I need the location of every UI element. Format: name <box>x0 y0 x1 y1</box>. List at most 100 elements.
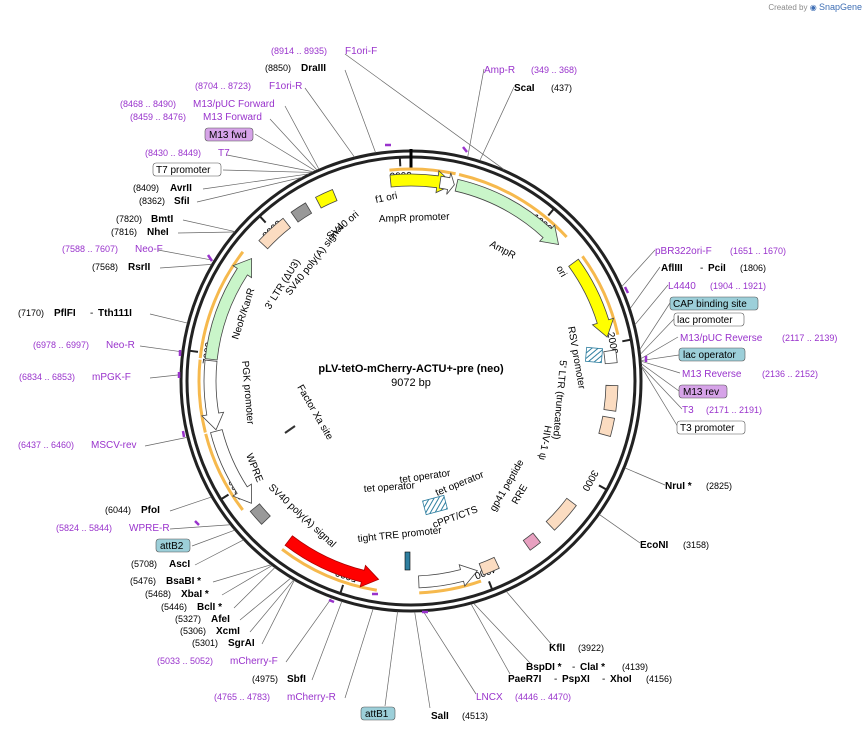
label-bcli[interactable]: BclI * <box>197 602 222 613</box>
feature-rsv-promoter[interactable] <box>603 349 618 365</box>
feature-cppt-cts[interactable] <box>478 556 500 576</box>
feature-tight-tre-promoter[interactable] <box>418 564 479 589</box>
label-lac-promoter-box[interactable] <box>673 312 745 327</box>
label-f1ori-r[interactable]: F1ori-R <box>269 81 302 92</box>
feature-neor-kanr[interactable] <box>204 257 253 361</box>
feature-label-f1-ori[interactable]: f1 ori <box>374 191 398 206</box>
label-lncx[interactable]: LNCX <box>476 692 503 703</box>
label-mpgk-f[interactable]: mPGK-F <box>92 372 131 383</box>
label-f1ori-f[interactable]: F1ori-F <box>345 46 377 57</box>
tet-operator-box[interactable] <box>422 494 448 516</box>
label-m13-reverse[interactable]: M13 Reverse <box>682 369 742 380</box>
label-tth111i[interactable]: Tth111I <box>98 308 132 319</box>
label-draiii[interactable]: DraIII <box>301 63 326 74</box>
label-amp-r[interactable]: Amp-R <box>484 65 515 76</box>
feature-hiv-1-[interactable] <box>598 415 616 438</box>
label-t7[interactable]: T7 <box>218 148 230 159</box>
label-t7-promoter-box[interactable] <box>152 162 222 177</box>
feature-label-ori[interactable]: ori <box>553 264 568 279</box>
label-mscv-rev[interactable]: MSCV-rev <box>91 440 137 451</box>
leader-line <box>226 154 314 173</box>
label-bspdi[interactable]: BspDI * <box>526 662 562 673</box>
label-mcherry-f[interactable]: mCherry-F <box>230 656 278 667</box>
label-sfii[interactable]: SfiI <box>174 196 190 207</box>
feature-ori[interactable] <box>568 258 615 338</box>
label-xcmi[interactable]: XcmI <box>216 626 240 637</box>
label-avrii[interactable]: AvrII <box>170 183 192 194</box>
label-cap-binding-box[interactable] <box>669 296 759 311</box>
label-m13-rev-box[interactable] <box>678 384 728 399</box>
feature-label-factor-xa[interactable]: Factor Xa site <box>294 383 335 442</box>
label-m13-forward[interactable]: M13 Forward <box>203 112 262 123</box>
label-afei[interactable]: AfeI <box>211 614 230 625</box>
label-mcherry-r[interactable]: mCherry-R <box>287 692 336 703</box>
leader-line <box>641 366 679 428</box>
label-bmti[interactable]: BmtI <box>151 214 173 225</box>
label-pspxi[interactable]: PspXI <box>562 674 590 685</box>
label-rsrii[interactable]: RsrII <box>128 262 150 273</box>
label-sali[interactable]: SalI <box>431 711 449 722</box>
tight-tre-marker[interactable] <box>404 551 411 571</box>
label-t3-promoter-box[interactable] <box>676 420 746 435</box>
label-pflfi[interactable]: PflFI <box>54 308 76 319</box>
label-bmti-range: (7820) <box>116 214 142 224</box>
leader-line <box>641 365 683 410</box>
label-paer7i[interactable]: PaeR7I <box>508 674 542 685</box>
feature-ampr-promoter[interactable] <box>438 172 455 195</box>
label-clai[interactable]: ClaI * <box>580 662 605 673</box>
feature-label-ampr-promoter[interactable]: AmpR promoter <box>379 212 451 225</box>
label-sgrai[interactable]: SgrAI <box>228 638 255 649</box>
label-pcii[interactable]: PciI <box>708 263 726 274</box>
feature-label-hiv1[interactable]: HIV-1 ψ <box>536 424 553 460</box>
label-kfli[interactable]: KflI <box>549 643 565 654</box>
label-bsabi[interactable]: BsaBI * <box>166 576 201 587</box>
label-m13puc-forward[interactable]: M13/pUC Forward <box>193 99 275 110</box>
feature-gp41-peptide[interactable] <box>522 532 542 551</box>
label-m13puc-reverse[interactable]: M13/pUC Reverse <box>680 333 763 344</box>
feature-wpre[interactable] <box>210 429 252 504</box>
label-t3[interactable]: T3 <box>682 405 694 416</box>
label-wpre-r[interactable]: WPRE-R <box>129 523 170 534</box>
label-m13-fwd-box[interactable] <box>204 127 254 142</box>
label-sbfi[interactable]: SbfI <box>287 674 306 685</box>
feature-label-rsv-promoter[interactable]: RSV promoter <box>565 326 587 391</box>
label-neo-r[interactable]: Neo-R <box>106 340 135 351</box>
label-nhei[interactable]: NheI <box>147 227 169 238</box>
feature-label-wpre[interactable]: WPRE <box>243 452 265 484</box>
feature-5-ltr-truncated-[interactable] <box>603 384 619 412</box>
label-pfoi[interactable]: PfoI <box>141 505 160 516</box>
rsv-promoter-box[interactable] <box>584 346 604 364</box>
feature-label-mcherry[interactable]: mCherry <box>342 548 382 564</box>
label-nrui[interactable]: NruI * <box>665 481 692 492</box>
label-econi[interactable]: EcoNI <box>640 540 669 551</box>
feature-sv40-ori[interactable] <box>315 188 338 209</box>
label-xbai[interactable]: XbaI * <box>181 589 209 600</box>
label-f1ori-r-range: (8704 .. 8723) <box>195 81 251 91</box>
label-xhoi[interactable]: XhoI <box>610 674 632 685</box>
label-lac-operator-box[interactable] <box>678 347 746 362</box>
feature-sv40-poly-a-signal[interactable] <box>249 503 271 525</box>
label-lac-operator: lac operator <box>683 350 736 361</box>
feature-label-pgk[interactable]: PGK promoter <box>239 360 256 425</box>
feature-ampr[interactable] <box>454 178 560 245</box>
snapgene-brand: Created by ◉ SnapGene <box>768 2 862 12</box>
label-neo-f[interactable]: Neo-F <box>135 244 163 255</box>
feature-mcherry[interactable] <box>284 535 380 588</box>
feature-label-tight-tre[interactable]: tight TRE promoter <box>357 525 443 545</box>
label-afliii[interactable]: AflIII <box>661 263 683 274</box>
feature-sv40-poly-a-signal[interactable] <box>290 202 313 223</box>
label-attb2-box[interactable] <box>155 538 191 553</box>
feature-label-sv40-polya-1[interactable]: SV40 poly(A) signal <box>266 482 338 550</box>
label-scai[interactable]: ScaI <box>514 83 535 94</box>
feature-pgk-promoter[interactable] <box>201 359 225 431</box>
leader-line <box>344 608 374 699</box>
feature-label-ampr[interactable]: AmpR <box>488 239 518 262</box>
label-asci[interactable]: AscI <box>169 559 190 570</box>
feature-3-ltr-u3-[interactable] <box>258 217 292 250</box>
feature-label-sv40-ori[interactable]: SV40 ori <box>325 209 361 242</box>
label-pbr322ori-f[interactable]: pBR322ori-F <box>655 246 712 257</box>
feature-label-tet-operator-2[interactable]: tet operator <box>363 480 415 495</box>
label-l4440[interactable]: L4440 <box>668 281 696 292</box>
feature-rre[interactable] <box>545 497 577 531</box>
label-attb1-box[interactable] <box>360 706 396 721</box>
